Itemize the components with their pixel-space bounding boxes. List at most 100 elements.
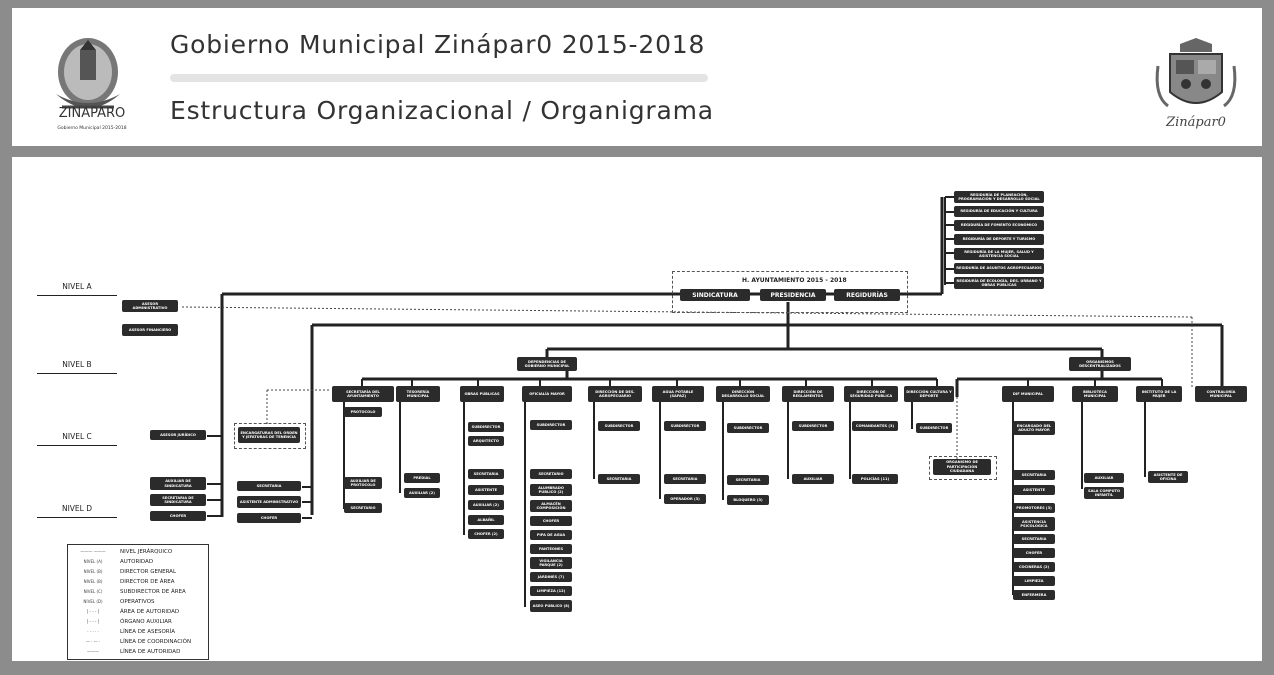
level-b-label: NIVEL B	[62, 360, 92, 369]
organismo-item: ASISTENCIA PSICOLÓGICA	[1013, 517, 1055, 531]
organismos-box: ORGANISMOS DESCENTRALIZADOS	[1069, 357, 1131, 371]
organismo-item: SALA COMPUTO INFANTIL	[1084, 487, 1124, 499]
dept-item: CHOFER (2)	[468, 529, 504, 539]
sindicatura-staff-item: AUXILIAR DE SINDICATURA	[150, 477, 206, 490]
legend-label: ÓRGANO AUXILIAR	[120, 619, 172, 625]
dept-item: ARQUITECTO	[468, 436, 504, 446]
encargaturas-box: ENCARGATURAS DEL ORDEN Y JEFATURAS DE TE…	[238, 427, 300, 443]
organismo-item: LIMPIEZA	[1013, 576, 1055, 586]
organismo-item: AUXILIAR	[1084, 473, 1124, 483]
organismo-item: SECRETARIA	[1013, 470, 1055, 480]
dept-item: COMANDANTES (3)	[852, 421, 898, 431]
dept-item: SUBDIRECTOR	[664, 421, 706, 431]
presidencia-staff-item: CHOFER	[237, 513, 301, 523]
asesor-juridico-box: ASESOR JURÍDICO	[150, 430, 206, 440]
dependencias-box: DEPENDENCIAS DE GOBIERNO MUNICIPAL	[517, 357, 577, 371]
presidencia-staff-item: SECRETARIA	[237, 481, 301, 491]
organismo-item: ENFERMERA	[1013, 590, 1055, 600]
department-head: OBRAS PÚBLICAS	[460, 386, 504, 402]
connector-lines	[181, 196, 1224, 607]
dept-item: PREDIAL	[404, 473, 440, 483]
coat-of-arms-icon	[1155, 38, 1237, 108]
organismo-item: SECRETARIA	[1013, 534, 1055, 544]
dept-item: ALBAÑIL	[468, 515, 504, 525]
page-title: Gobierno Municipal Zinápar0 2015-2018	[170, 30, 706, 59]
regiduria-item: REGIDURÍA DE FOMENTO ECONÓMICO	[954, 220, 1044, 231]
participacion-area	[929, 456, 997, 480]
asesor-financiero-box: ASESOR FINANCIERO	[122, 324, 178, 336]
dept-item: PROTOCOLO	[344, 407, 382, 417]
regiduria-item: REGIDURÍA DE EDUCACIÓN Y CULTURA	[954, 206, 1044, 217]
legend-key: NIVEL (A)	[83, 559, 103, 564]
dept-item: AUXILIAR (2)	[468, 500, 504, 510]
legend-key: — · — ·	[85, 639, 101, 644]
page-subtitle: Estructura Organizacional / Organigrama	[170, 96, 714, 125]
department-head: DIRECCIÓN DE SEGURIDAD PÚBLICA	[844, 386, 898, 402]
dept-item: SUBDIRECTOR	[916, 423, 952, 433]
legend-label: OPERATIVOS	[120, 599, 155, 605]
level-b-line	[37, 373, 117, 374]
level-d-label: NIVEL D	[61, 504, 93, 513]
legend-key: [ - - - ]	[86, 619, 100, 624]
title-divider	[170, 74, 708, 82]
dept-item: PIPA DE AGUA	[530, 530, 572, 540]
dept-item: ALMACÉN COMPOSICIÓN	[530, 500, 572, 512]
dept-item: SECRETARIA	[598, 474, 640, 484]
dept-item: PANTEONES	[530, 544, 572, 554]
organismo-head: INSTITUTO DE LA MUJER	[1136, 386, 1182, 402]
dept-item: SECRETARIA	[664, 474, 706, 484]
regidurias-box: REGIDURÍAS	[834, 289, 900, 301]
dept-item: JARDINES (7)	[530, 572, 572, 582]
dept-item: SECRETARIO	[530, 469, 572, 479]
regiduria-item: REGIDURÍA DE ASUNTOS AGROPECUARIOS	[954, 263, 1044, 274]
presidencia-staff-item: ASISTENTE ADMINISTRATIVO	[237, 496, 301, 508]
organismo-item: ENCARGADO DEL ADULTO MAYOR	[1013, 421, 1055, 435]
encargaturas-area	[234, 423, 306, 449]
dept-item: ASISTENTE	[468, 485, 504, 495]
organismo-item: ASISTENTE DE OFICINA	[1148, 471, 1188, 483]
dept-item: BLOQUERO (3)	[727, 495, 769, 505]
level-d-line	[37, 517, 117, 518]
department-head: TESORERÍA MUNICIPAL	[396, 386, 440, 402]
dept-item: ASEO PÚBLICO (8)	[530, 600, 572, 612]
left-logo-text: ZINAPARO	[58, 106, 126, 121]
asesor-administrativo-box: ASESOR ADMINISTRATIVO	[122, 300, 178, 312]
right-logo-text: Zinápar0	[1166, 115, 1226, 130]
dept-item: SECRETARIO	[344, 503, 382, 513]
regiduria-item: REGIDURÍA DE PLANEACIÓN, PROGRAMACIÓN Y …	[954, 191, 1044, 203]
organismo-item: ASISTENTE	[1013, 485, 1055, 495]
sindicatura-box: SINDICATURA	[680, 289, 750, 301]
ayuntamiento-area	[672, 271, 908, 313]
legend-label: LÍNEA DE AUTORIDAD	[120, 649, 181, 655]
legend-key: ———	[87, 649, 99, 654]
dept-item: SUBDIRECTOR	[727, 423, 769, 433]
legend-label: NIVEL JERÁRQUICO	[120, 549, 173, 555]
legend-label: LÍNEA DE ASESORÍA	[120, 629, 175, 635]
dept-item: SUBDIRECTOR	[792, 421, 834, 431]
department-head: DIRECCIÓN CULTURA Y DEPORTE	[904, 386, 954, 402]
dept-item: AUXILIAR	[792, 474, 834, 484]
dept-item: SUBDIRECTOR	[468, 422, 504, 432]
legend-key: [ - - - ]	[86, 609, 100, 614]
participacion-box: ORGANISMO DE PARTICIPACIÓN CIUDADANA	[933, 459, 991, 475]
level-c-label: NIVEL C	[62, 432, 92, 441]
department-head: AGUA POTABLE (SAPAZ)	[652, 386, 704, 402]
sindicatura-staff-item: CHOFER	[150, 511, 206, 521]
organismo-item: CHOFER	[1013, 548, 1055, 558]
dept-item: CHOFER	[530, 516, 572, 526]
dept-item: AUXILIAR DE PROTOCOLO	[344, 477, 382, 489]
dept-item: POLICÍAS (11)	[852, 474, 898, 484]
dept-item: SECRETARIA	[727, 475, 769, 485]
legend-key: NIVEL (D)	[83, 599, 103, 604]
legend: ——— ———NIVEL JERÁRQUICO NIVEL (A)AUTORID…	[67, 544, 209, 660]
legend-key: · · · · ·	[87, 629, 99, 634]
contraloria-box: CONTRALORÍA MUNICIPAL	[1195, 386, 1247, 402]
department-head: OFICIALÍA MAYOR	[522, 386, 572, 402]
department-head: DIRECCIÓN DE REGLAMENTOS	[782, 386, 834, 402]
level-a-line	[37, 295, 117, 296]
organismo-head: DIF MUNICIPAL	[1002, 386, 1054, 402]
level-c-line	[37, 445, 117, 446]
legend-key: NIVEL (B)	[83, 579, 103, 584]
header-banner: ZINAPARO Gobierno Municipal 2015-2018 Go…	[12, 8, 1262, 146]
department-head: DIRECCIÓN DESARROLLO SOCIAL	[716, 386, 770, 402]
